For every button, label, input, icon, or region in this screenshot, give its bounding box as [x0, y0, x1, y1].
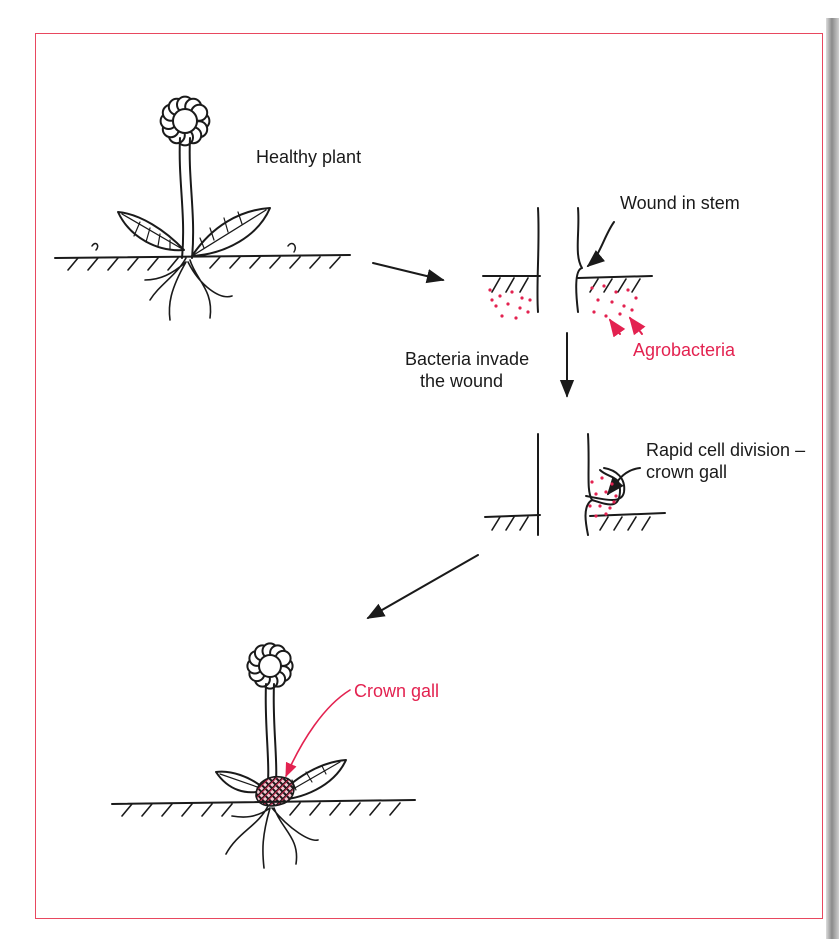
arrow-to-crown-gall-plant — [368, 555, 478, 618]
bacterium-dot — [598, 504, 601, 507]
bacterium-dot — [612, 500, 615, 503]
label-agrobacteria: Agrobacteria — [633, 339, 735, 361]
label-wound-in-stem: Wound in stem — [620, 192, 740, 214]
bacterium-dot — [634, 296, 637, 299]
bacterium-dot — [626, 288, 629, 291]
bacterium-dot — [518, 306, 521, 309]
label-bacteria-invade-line1: Bacteria invade — [405, 348, 529, 370]
healthy-plant — [55, 97, 350, 320]
bacterium-dot — [622, 304, 625, 307]
bacterium-dot — [596, 298, 599, 301]
bacterium-dot — [592, 310, 595, 313]
bacterium-dot — [594, 492, 597, 495]
bacterium-dot — [528, 298, 531, 301]
bacterium-dot — [506, 302, 509, 305]
wound-pointer — [588, 222, 614, 266]
crown-gall-plant — [112, 643, 415, 868]
flower-center — [259, 655, 281, 677]
bacterium-dot — [604, 512, 607, 515]
healthy-plant-stem — [180, 138, 183, 258]
bacterium-dot — [520, 296, 523, 299]
label-crown-gall: Crown gall — [354, 680, 439, 702]
wounded-stem — [483, 208, 652, 334]
agrobacteria-pointer-1 — [610, 320, 620, 334]
bacterium-dot — [610, 482, 613, 485]
bacterium-dot — [490, 298, 493, 301]
label-healthy-plant: Healthy plant — [256, 146, 361, 168]
agrobacteria-dots — [488, 284, 637, 319]
flower-center — [173, 109, 197, 133]
bacterium-dot — [614, 494, 617, 497]
bacterium-dot — [514, 316, 517, 319]
bacterium-dot — [604, 490, 607, 493]
bacterium-dot — [588, 504, 591, 507]
bacterium-dot — [500, 314, 503, 317]
crown-gall-pointer — [286, 690, 350, 776]
bacterium-dot — [494, 304, 497, 307]
label-rapid-division-line2: crown gall — [646, 461, 727, 483]
bacterium-dot — [590, 286, 593, 289]
healthy-plant-flower — [161, 97, 210, 146]
bacterium-dot — [498, 294, 501, 297]
bacterium-dot — [590, 480, 593, 483]
bacterium-dot — [630, 308, 633, 311]
bacterium-dot — [594, 514, 597, 517]
bacterium-dot — [526, 310, 529, 313]
bacterium-dot — [610, 300, 613, 303]
healthy-plant-stem-2 — [190, 138, 193, 258]
crown-gall-plant-flower — [247, 643, 292, 688]
bacterium-dot — [488, 288, 491, 291]
bacterium-dot — [614, 290, 617, 293]
healthy-plant-roots — [145, 258, 232, 320]
bacterium-dot — [602, 284, 605, 287]
bacterium-dot — [604, 314, 607, 317]
arrow-healthy-to-wound — [373, 263, 443, 280]
bacterium-dot — [510, 290, 513, 293]
bacterium-dot — [600, 476, 603, 479]
label-bacteria-invade-line2: the wound — [420, 370, 503, 392]
label-rapid-division-line1: Rapid cell division – — [646, 439, 805, 461]
forming-gall — [485, 434, 665, 535]
agrobacteria-pointer-2 — [630, 318, 642, 334]
bacterium-dot — [608, 506, 611, 509]
bacterium-dot — [618, 312, 621, 315]
